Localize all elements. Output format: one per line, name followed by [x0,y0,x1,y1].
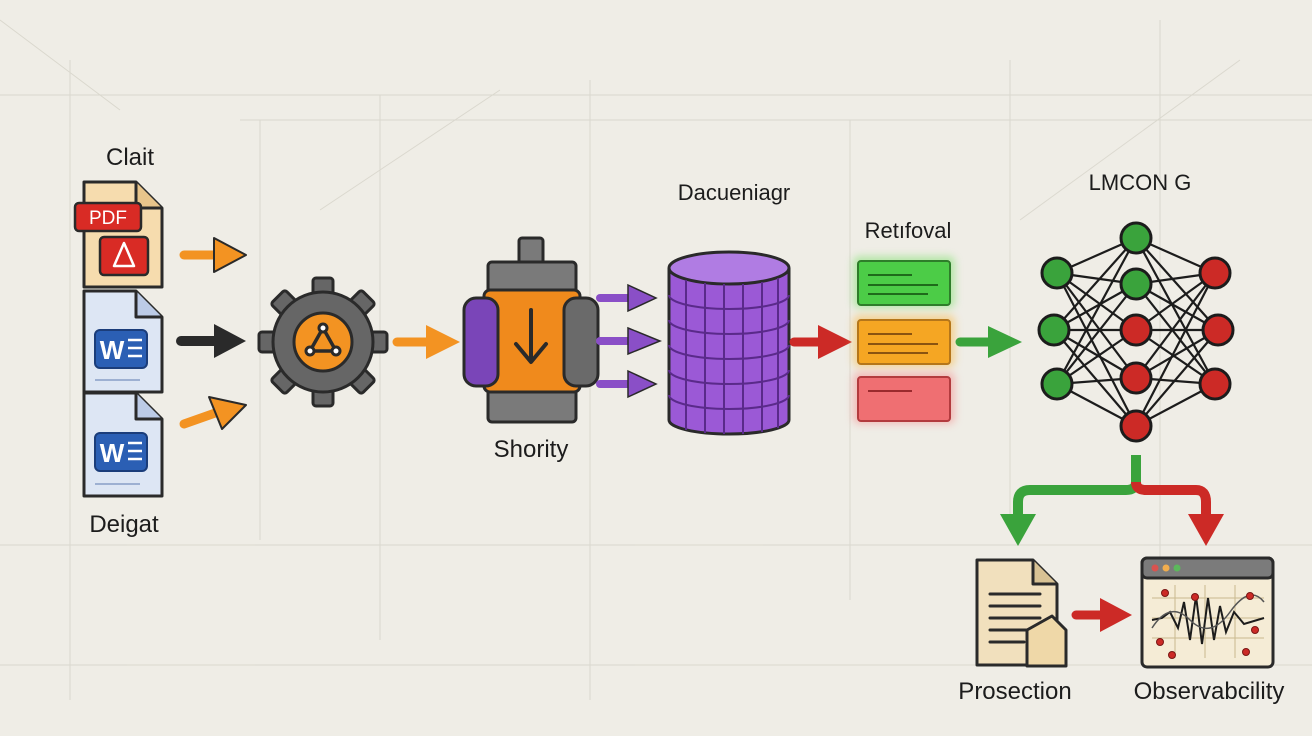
llm-label: LMCON G [1088,170,1192,195]
retrieval-label: Retıfoval [864,218,952,243]
retrieval-results [853,256,955,424]
pdf-acrobat-icon [98,235,150,277]
database-label: Dacueniagr [677,180,791,205]
arrow-down-icon [514,308,548,364]
digest-label: Deigat [89,511,159,538]
client-label: Clait [105,144,155,171]
arrow-icon [596,369,658,399]
pdf-document-icon: PDF [73,180,164,289]
word-letter-text: W [100,438,125,468]
observability-chart-icon [1140,556,1275,669]
background-grid [0,19,1312,700]
arrow-icon [955,326,1022,358]
word-letter-text: W [100,335,125,365]
arrow-icon [1131,481,1224,546]
retrieval-card-icon [853,315,955,367]
observability-label: Observabcility [1133,678,1285,705]
document-icon [975,558,1068,668]
retrieval-card-icon [853,256,955,308]
word-document-icon: W [82,289,164,394]
projection-label: Prosection [958,678,1072,705]
gear-icon [257,276,389,408]
word-document-icon: W [82,391,164,498]
pdf-badge-text: PDF [89,208,127,229]
arrow-icon [179,396,247,430]
arrow-icon [789,325,852,359]
arrow-icon [168,237,247,273]
arrow-icon [596,326,662,356]
arrow-icon [392,325,460,359]
database-icon [667,250,791,436]
arrow-icon [176,324,246,358]
shority-label: Shority [493,436,569,463]
arrow-icon [1071,598,1132,632]
arrow-icon [1000,455,1141,546]
retrieval-card-icon [853,372,955,424]
neural-network-icon [1037,221,1235,443]
arrow-icon [596,283,658,313]
storage-unit-icon [462,236,600,424]
